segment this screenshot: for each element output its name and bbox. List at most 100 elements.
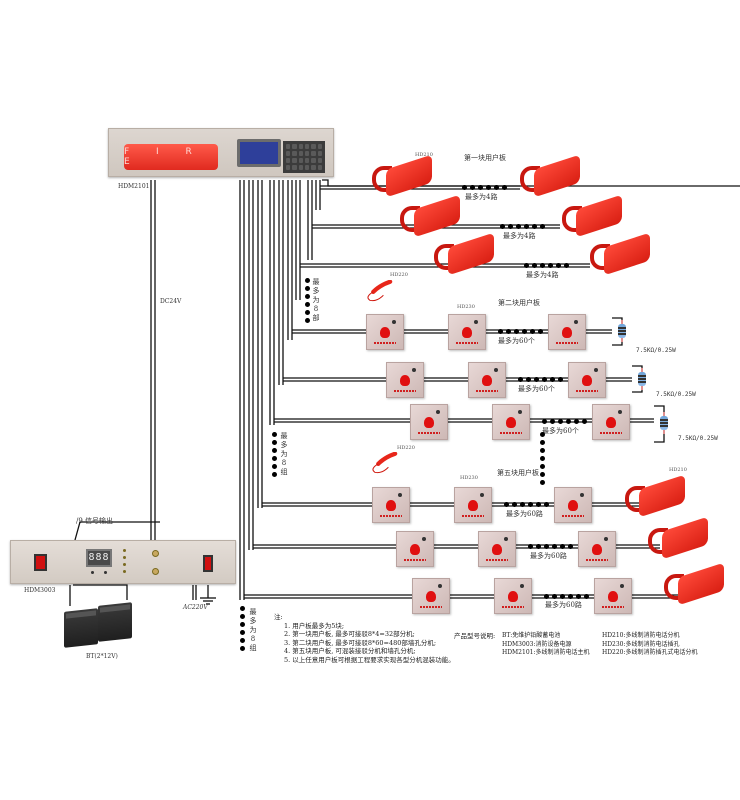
jack-module-hd230: [568, 362, 606, 398]
continuation-dots: [500, 224, 545, 229]
battery-icon: [64, 608, 98, 648]
host-unit: F I R E: [108, 128, 334, 177]
phone-hd210: [434, 232, 494, 276]
group-continuation-dots: [305, 278, 310, 323]
phone-hd210: [625, 474, 685, 518]
board2-module-model: HD230: [457, 304, 475, 310]
phone-hd210: [520, 154, 580, 198]
indicator-led: [123, 563, 126, 566]
jack-module-hd230: [386, 362, 424, 398]
lcd-display: [237, 139, 281, 167]
row-capacity-label: 最多为4路: [465, 193, 498, 201]
legend-heading: 产品型号说明:: [454, 632, 496, 640]
board5-phone-model: HD210: [669, 467, 687, 473]
indicator-led: [123, 549, 126, 552]
continuation-dots: [544, 594, 589, 599]
continuation-dots: [504, 502, 549, 507]
notes-heading: 注:: [274, 613, 283, 621]
resistor-icon: [638, 368, 646, 390]
jack-module-hd230: [478, 531, 516, 567]
board1-title: 第一块用户板: [464, 154, 506, 162]
row-capacity-label: 最多为4路: [526, 271, 559, 279]
phone-hd210: [664, 562, 724, 606]
legend-item: HD210:多线制消防电话分机: [602, 632, 680, 639]
power-switch-right: [203, 555, 213, 572]
dc24v-label: DC24V: [160, 298, 182, 305]
continuation-dots: [524, 263, 569, 268]
note-item: 5. 以上任意用户板可根据工程要求实现各型分机混装功能。: [284, 655, 455, 664]
legend-item: BT:免维护铅酸蓄电池: [502, 632, 561, 639]
row-capacity-label: 最多为60路: [506, 510, 543, 518]
row-capacity-label: 最多为60个: [542, 427, 579, 435]
board-continuation-dots: [540, 432, 545, 485]
legend-item: HD230:多线制消防电话插孔: [602, 640, 680, 648]
board2-handset-model: HD220: [390, 272, 408, 278]
board1-group-note: 最多为8部: [312, 278, 320, 322]
legend-col2: HD210:多线制消防电话分机 HD230:多线制消防电话插孔 HD220:多线…: [602, 632, 698, 658]
board5-handset-model: HD220: [397, 445, 415, 451]
legend-col1: BT:免维护铅酸蓄电池 HDM3003:消防设备电源 HDM2101:多线制消防…: [502, 632, 589, 658]
group-continuation-dots: [272, 432, 277, 477]
group-continuation-dots: [240, 606, 245, 651]
row-capacity-label: 最多为60路: [530, 552, 567, 560]
row-capacity-label: 最多为60个: [518, 385, 555, 393]
board2-group-note: 最多为8组: [280, 432, 288, 476]
legend-item: HDM3003:消防设备电源: [502, 640, 572, 648]
jack-module-hd230: [554, 487, 592, 523]
continuation-dots: [498, 329, 543, 334]
board5-group-note: 最多为8组: [249, 608, 257, 652]
jack-module-hd230: [410, 404, 448, 440]
note-item: 1. 用户板最多为5块;: [284, 621, 345, 630]
row-capacity-label: 最多为60个: [498, 337, 535, 345]
row-capacity-label: 最多为4路: [503, 232, 536, 240]
phone-hd210: [590, 232, 650, 276]
keypad: [283, 141, 325, 173]
status-led: [91, 571, 94, 574]
continuation-dots: [528, 544, 573, 549]
resistor-icon: [618, 320, 626, 342]
legend-item: HD220:多线制消防插孔式电话分机: [602, 649, 698, 656]
phone-hd210: [400, 194, 460, 238]
jack-module-hd230: [594, 578, 632, 614]
resistor-label: 7.5KΩ/0.25W: [636, 347, 676, 354]
fire-indicator-panel: F I R E: [124, 144, 218, 170]
note-item: 3. 第二块用户板, 最多可接驳8*60=480部墙孔分机;: [284, 638, 437, 647]
indicator-led: [123, 556, 126, 559]
board5-title: 第五块用户板: [497, 469, 539, 477]
phone-hd210: [372, 154, 432, 198]
board5-module-model: HD230: [460, 475, 478, 481]
handset-hd220: [372, 452, 398, 474]
note-item: 4. 第五块用户板, 可混装接驳分机和墙孔分机;: [284, 647, 416, 655]
signal-output-label: /9 信号输出: [76, 517, 114, 525]
resistor-label: 7.5KΩ/0.25W: [656, 391, 696, 398]
jack-module-hd230: [372, 487, 410, 523]
jack-module-hd230: [592, 404, 630, 440]
jack-module-hd230: [448, 314, 486, 350]
power-switch-left: [34, 554, 47, 571]
board1-phone-model: HD210: [415, 152, 433, 158]
jack-module-hd230: [454, 487, 492, 523]
row-capacity-label: 最多为60路: [545, 601, 582, 609]
jack-module-hd230: [396, 531, 434, 567]
status-led: [104, 571, 107, 574]
phone-hd210: [562, 194, 622, 238]
fuse-holder: [152, 550, 159, 557]
resistor-label: 7.5KΩ/0.25W: [678, 435, 718, 442]
psu-model-label: HDM3003: [24, 587, 56, 594]
jack-module-hd230: [412, 578, 450, 614]
board2-title: 第二块用户板: [498, 299, 540, 307]
voltage-display: 888: [86, 549, 112, 567]
continuation-dots: [542, 419, 587, 424]
battery-icon: [98, 602, 132, 642]
continuation-dots: [518, 377, 563, 382]
resistor-icon: [660, 412, 668, 434]
power-supply-unit: 888: [10, 540, 236, 584]
notes-block: 注: 1. 用户板最多为5块; 2. 第一块用户板, 最多可接驳8*4=32部分…: [274, 613, 455, 664]
continuation-dots: [462, 185, 507, 190]
host-model-label: HDM2101: [118, 183, 150, 190]
jack-module-hd230: [366, 314, 404, 350]
handset-hd220: [367, 280, 393, 302]
ac220v-label: AC220V: [183, 604, 208, 611]
jack-module-hd230: [578, 531, 616, 567]
